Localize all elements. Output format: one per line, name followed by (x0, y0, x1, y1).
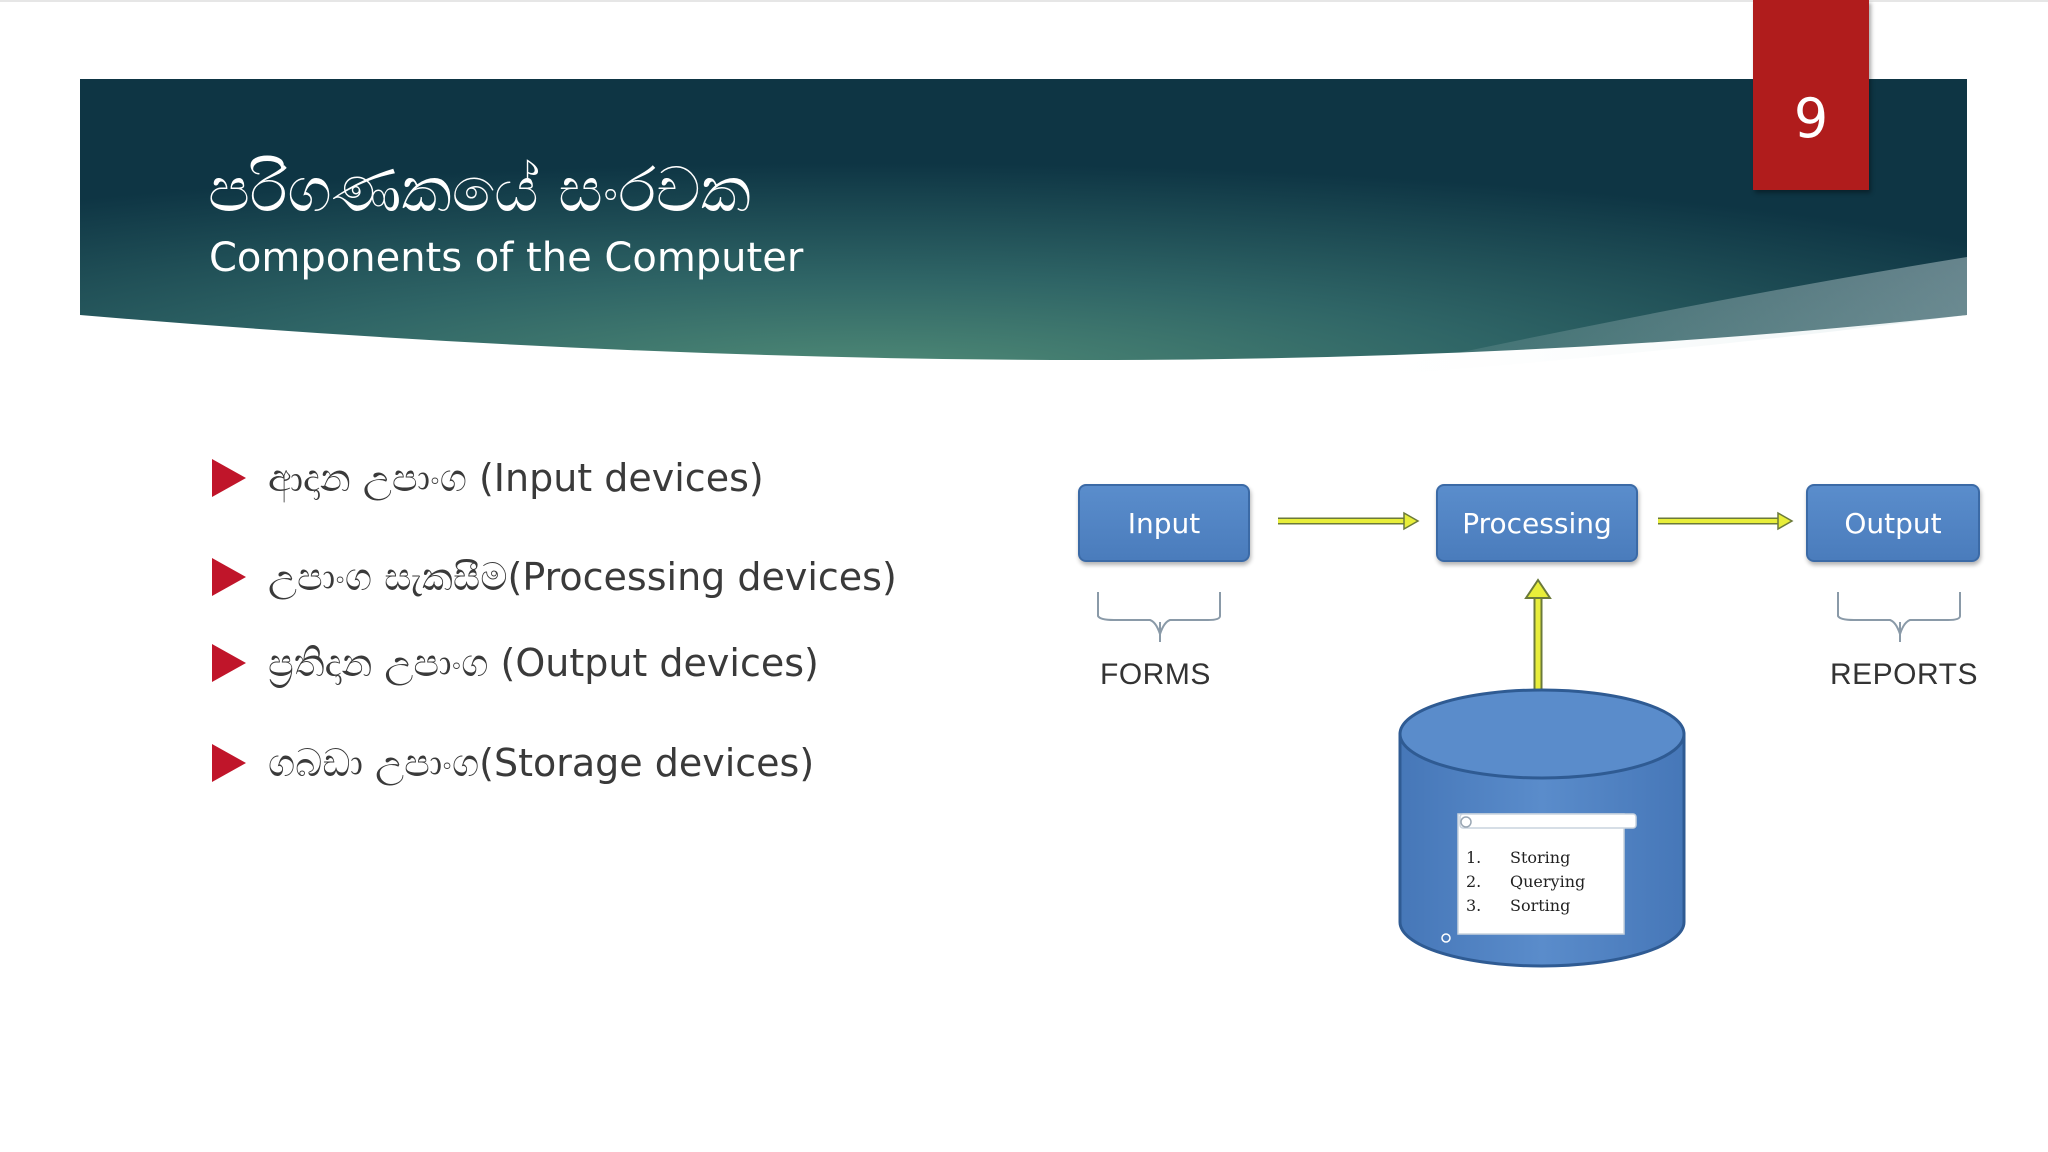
bullet-arrow-icon (212, 744, 246, 782)
processing-box: Processing (1436, 484, 1638, 562)
bullet-text: උපාංග සැකසීම(Processing devices) (268, 554, 897, 599)
bullet-item: ආදාන උපාංග (Input devices) (212, 448, 764, 508)
top-border (0, 0, 2048, 2)
input-box: Input (1078, 484, 1250, 562)
bullet-arrow-icon (212, 558, 246, 596)
storage-item-number: 3. (1466, 896, 1482, 915)
arrow-processing-to-output (1658, 511, 1794, 531)
bullet-item: ගබඩා උපාංග(Storage devices) (212, 733, 814, 793)
storage-document (1441, 813, 1637, 943)
slide-title: පරිගණකයේ සංරචක (208, 153, 751, 226)
bullet-arrow-icon (212, 459, 246, 497)
forms-label: FORMS (1100, 658, 1211, 691)
storage-item-text: Storing (1510, 848, 1571, 867)
storage-item-text: Sorting (1510, 896, 1571, 915)
output-box: Output (1806, 484, 1980, 562)
bullet-text: ගබඩා උපාංග(Storage devices) (268, 740, 815, 785)
storage-item-number: 2. (1466, 872, 1482, 891)
reports-label: REPORTS (1830, 658, 1978, 691)
diagram-connectors (1097, 511, 1961, 968)
bullet-text: ආදාන උපාංග (Input devices) (268, 455, 764, 500)
bullet-item: උපාංග සැකසීම(Processing devices) (212, 547, 897, 607)
bullet-item: ප්‍රතිදාන උපාංග (Output devices) (212, 633, 819, 693)
slide-subtitle: Components of the Computer (209, 235, 804, 281)
bullet-text: ප්‍රතිදාන උපාංග (Output devices) (268, 640, 819, 685)
bullet-arrow-icon (212, 644, 246, 682)
storage-item-number: 1. (1466, 848, 1482, 867)
slide-number-badge: 9 (1753, 0, 1869, 190)
computer-components-diagram: Input Processing Output FORMS REPORTS 1.… (1070, 470, 1990, 990)
title-banner (80, 79, 1967, 380)
arrow-input-to-processing (1278, 511, 1420, 531)
storage-item-text: Querying (1510, 872, 1586, 891)
